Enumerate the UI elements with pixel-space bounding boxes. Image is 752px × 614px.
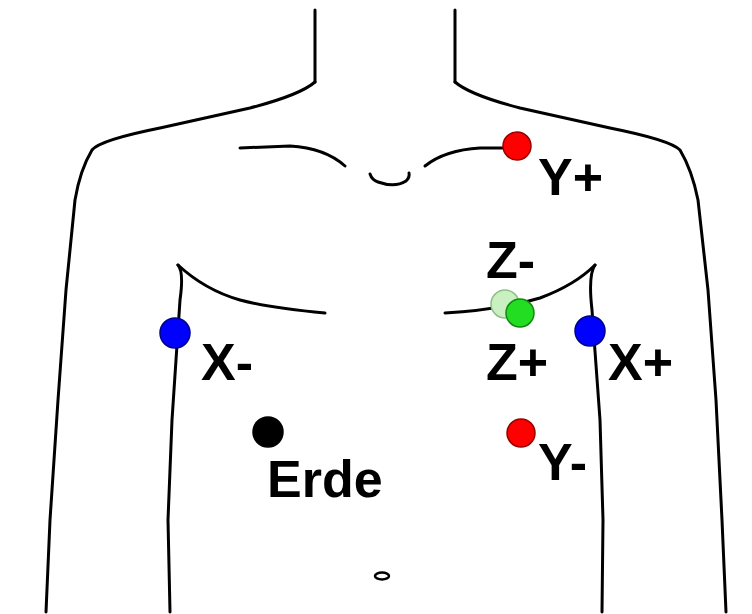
- electrode-label: Erde: [266, 453, 384, 505]
- electrode: [503, 132, 531, 160]
- clavicle-line: [425, 148, 505, 166]
- electrode: [575, 316, 605, 346]
- electrode: [507, 419, 535, 447]
- electrode: [253, 417, 283, 447]
- neck-outline: [314, 10, 317, 82]
- electrode-label: X+: [607, 336, 674, 388]
- jugular-notch: [370, 173, 409, 185]
- navel: [375, 573, 389, 580]
- clavicle-line: [240, 146, 345, 166]
- electrode: [160, 318, 190, 348]
- electrode-label: X-: [200, 336, 254, 388]
- electrode-label: Y-: [537, 436, 588, 488]
- pectoral-line: [178, 265, 325, 313]
- body-outline: [46, 82, 315, 612]
- neck-outline: [454, 10, 457, 82]
- electrode-label: Y+: [537, 151, 604, 203]
- electrode-label: Z+: [485, 336, 549, 388]
- body-outline: [455, 82, 726, 612]
- electrode: [506, 299, 534, 327]
- body-outline: [168, 265, 182, 612]
- electrode-label: Z-: [485, 234, 536, 286]
